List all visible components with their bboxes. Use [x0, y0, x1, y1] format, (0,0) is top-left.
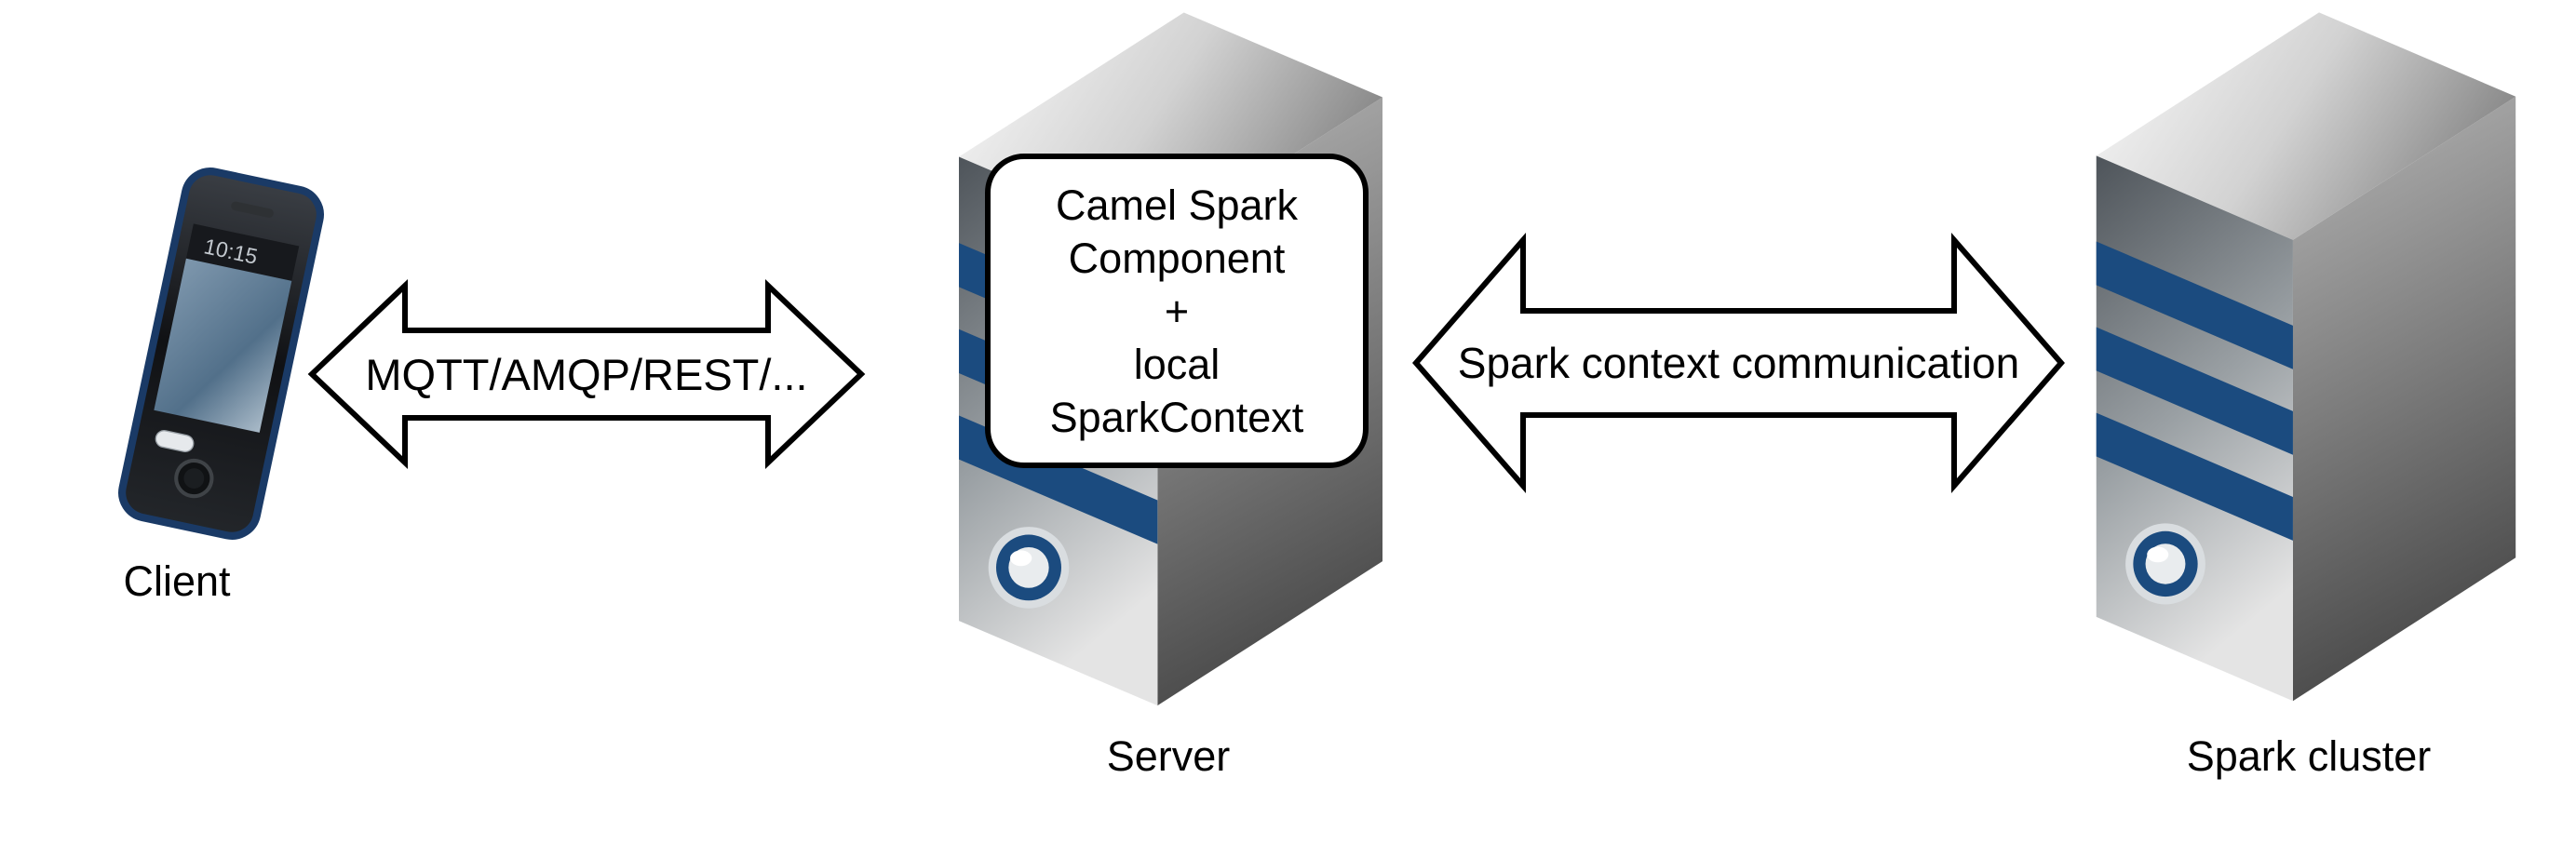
client-caption: Client	[123, 557, 231, 605]
callout-line: Camel Spark	[1055, 181, 1299, 229]
server-tower-icon	[2096, 12, 2516, 702]
callout-line: SparkContext	[1049, 393, 1304, 441]
spark-cluster-caption: Spark cluster	[2186, 732, 2432, 780]
server-callout: Camel Spark Component + local SparkConte…	[985, 154, 1369, 468]
callout-line: +	[1164, 287, 1190, 335]
callout-line: local	[1133, 340, 1221, 388]
spark-context-communication-label: Spark context communication	[1457, 339, 2020, 387]
client-server-protocol-label: MQTT/AMQP/REST/...	[365, 350, 808, 399]
double-headed-arrow-icon	[307, 279, 866, 469]
double-headed-arrow-icon	[1412, 232, 2065, 494]
server-caption: Server	[1106, 732, 1231, 780]
smartphone-icon: 10:15	[118, 168, 324, 540]
callout-line: Component	[1068, 234, 1286, 282]
